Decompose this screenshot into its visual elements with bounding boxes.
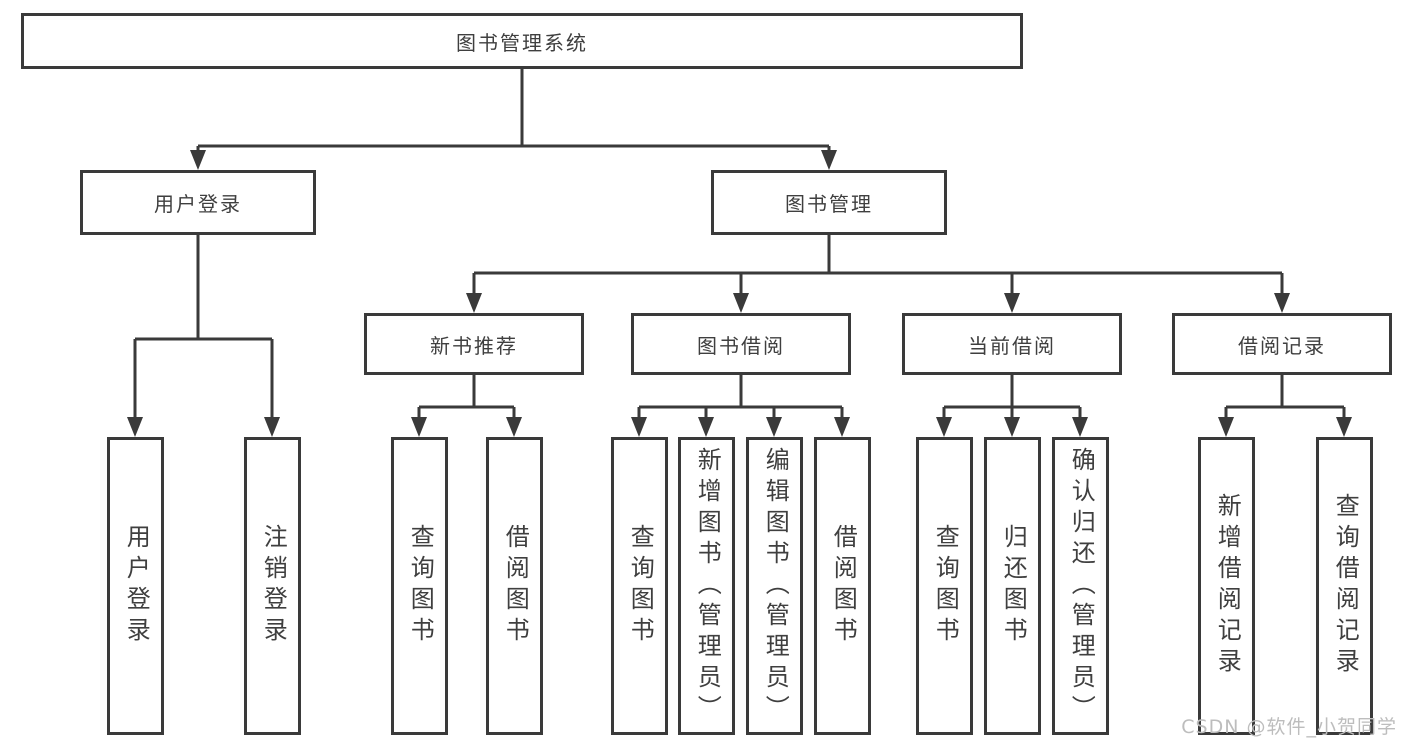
node-book-management: 图书管理 [711, 170, 947, 235]
node-leaf-confirm-return-admin: 确认归还（管理员） [1052, 437, 1109, 735]
node-leaf-query-books-borrowing: 查询图书 [611, 437, 668, 735]
node-label: 借阅记录 [1238, 333, 1326, 358]
node-leaf-borrow-books-recommend: 借阅图书 [486, 437, 543, 735]
node-label: 借阅图书 [829, 524, 858, 648]
node-book-borrowing: 图书借阅 [631, 313, 851, 375]
node-label: 借阅图书 [501, 524, 530, 648]
node-leaf-query-books-recommend: 查询图书 [391, 437, 448, 735]
node-label: 归还图书 [999, 524, 1028, 648]
node-label: 图书借阅 [697, 333, 785, 358]
node-label: 查询图书 [406, 524, 435, 648]
node-borrowing-records: 借阅记录 [1172, 313, 1392, 375]
node-library-management-system: 图书管理系统 [21, 13, 1023, 69]
node-label: 查询图书 [931, 524, 960, 648]
node-label: 新书推荐 [430, 333, 518, 358]
node-leaf-add-borrow-record: 新增借阅记录 [1198, 437, 1255, 735]
node-label: 图书管理 [785, 192, 873, 216]
node-label: 用户登录 [122, 524, 151, 648]
node-label: 新增图书（管理员） [693, 446, 722, 726]
node-current-borrowing: 当前借阅 [902, 313, 1122, 375]
node-label: 编辑图书（管理员） [761, 446, 790, 726]
node-label: 图书管理系统 [456, 30, 588, 55]
node-label: 用户登录 [154, 192, 242, 216]
node-leaf-logout: 注销登录 [244, 437, 301, 735]
node-leaf-return-books: 归还图书 [984, 437, 1041, 735]
node-leaf-add-books-admin: 新增图书（管理员） [678, 437, 735, 735]
arrowhead-icons [127, 150, 1352, 437]
node-new-book-recommendation: 新书推荐 [364, 313, 584, 375]
node-label: 查询图书 [626, 524, 655, 648]
csdn-watermark: CSDN @软件_小贺同学 [1181, 716, 1397, 738]
node-label: 当前借阅 [968, 333, 1056, 358]
node-leaf-query-borrow-record: 查询借阅记录 [1316, 437, 1373, 735]
node-user-login-group: 用户登录 [80, 170, 316, 235]
node-label: 查询借阅记录 [1331, 493, 1360, 679]
node-leaf-query-books-current: 查询图书 [916, 437, 973, 735]
node-leaf-borrow-books: 借阅图书 [814, 437, 871, 735]
node-leaf-edit-books-admin: 编辑图书（管理员） [746, 437, 803, 735]
node-label: 新增借阅记录 [1213, 493, 1242, 679]
node-label: 注销登录 [259, 524, 288, 648]
node-label: 确认归还（管理员） [1067, 446, 1096, 726]
node-leaf-user-login: 用户登录 [107, 437, 164, 735]
